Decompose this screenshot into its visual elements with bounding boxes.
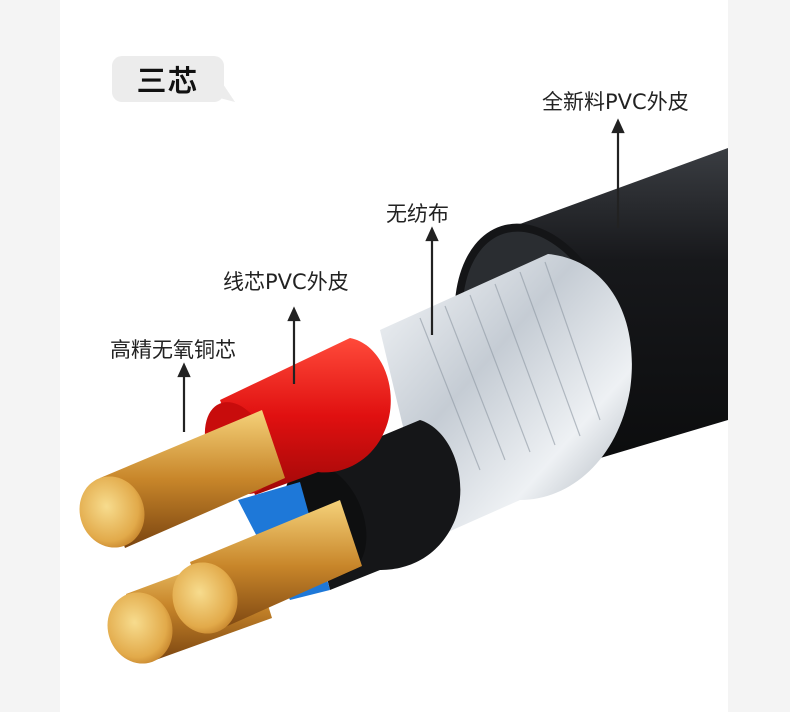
label-nonwoven: 无纺布 <box>386 202 449 226</box>
label-outer-sheath: 全新料PVC外皮 <box>542 90 689 114</box>
copper-conductor-3 <box>172 500 362 634</box>
label-core-sheath: 线芯PVC外皮 <box>223 270 349 294</box>
copper-conductor-1 <box>79 410 285 548</box>
core-count-badge: 三芯 <box>112 56 235 102</box>
callout-arrows <box>177 118 625 432</box>
core-count-badge-text: 三芯 <box>136 64 199 98</box>
label-copper-core: 高精无氧铜芯 <box>110 338 236 362</box>
